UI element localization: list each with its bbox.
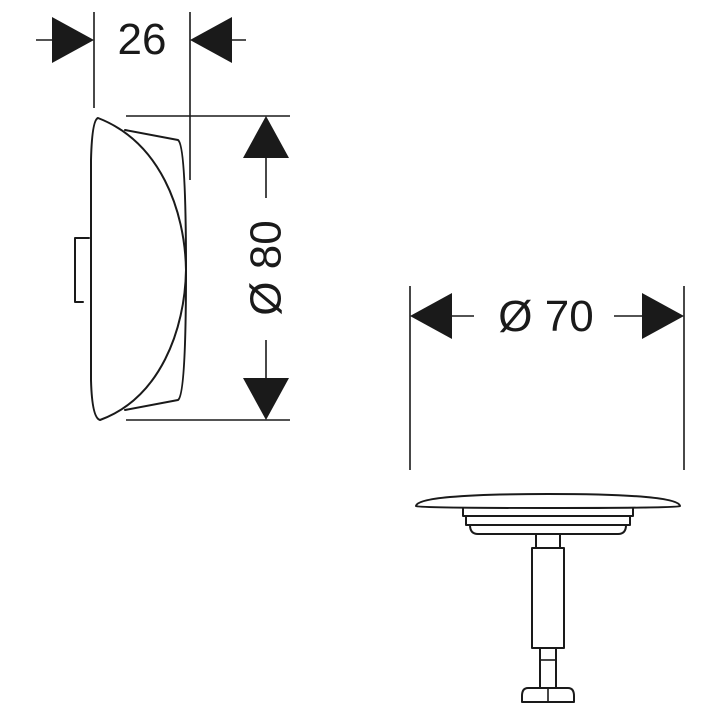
plug-stem-foot	[521, 687, 575, 703]
plug-stem-body	[531, 547, 565, 649]
depth-arrow-left	[52, 17, 94, 63]
depth-label: 26	[118, 15, 167, 64]
side-cap-outer	[90, 117, 187, 421]
plug-seal-ring-1	[462, 507, 634, 517]
plug-seal-ring-2	[465, 515, 631, 526]
side-diameter-label: Ø 80	[242, 220, 291, 315]
side-diameter-arrow-bottom	[243, 378, 289, 420]
depth-dimension: 26	[36, 12, 246, 180]
side-diameter-dimension: Ø 80	[242, 116, 291, 420]
cap-diameter-dimension: Ø 70	[409, 286, 685, 470]
plug-stem-collar	[535, 533, 561, 549]
cap-diameter-arrow-left	[410, 293, 452, 339]
cap-diameter-label: Ø 70	[498, 292, 593, 341]
side-diameter-arrow-top	[243, 116, 289, 158]
plug-front-view	[415, 493, 681, 703]
plug-cap-disc	[415, 493, 681, 509]
side-knob	[74, 237, 90, 303]
cap-side-view	[74, 115, 290, 421]
plug-seal-ring-3	[469, 524, 627, 535]
cap-diameter-arrow-right	[642, 293, 684, 339]
side-cap-inner	[124, 129, 187, 411]
plug-stem-shaft	[539, 647, 557, 689]
depth-arrow-right	[190, 17, 232, 63]
